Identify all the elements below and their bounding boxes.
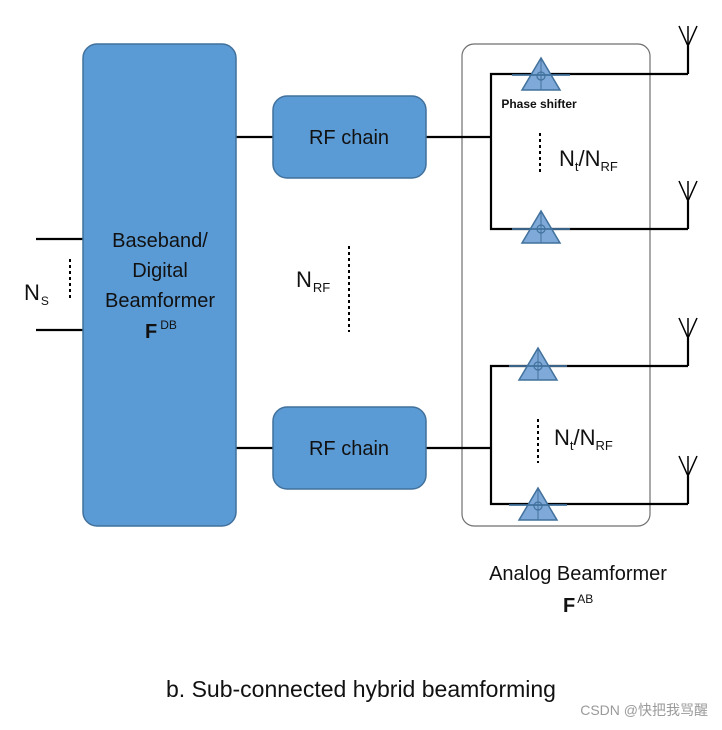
phase-shifter-label: Phase shifter — [501, 97, 577, 111]
antennas-per-rf-top-n: N — [559, 146, 575, 171]
wires — [36, 46, 690, 506]
streams-symbol: N — [24, 280, 40, 305]
antennas-per-rf-bottom-d: N — [580, 425, 596, 450]
rf-count-subscript: RF — [313, 280, 330, 295]
splitter-top — [489, 72, 688, 231]
streams-label: NS — [24, 280, 49, 308]
baseband-label-line2: Digital — [132, 260, 188, 282]
streams-subscript: S — [41, 294, 49, 308]
antennas-per-rf-bottom-n: N — [554, 425, 570, 450]
phase-shifters — [509, 56, 570, 521]
figure-caption: b. Sub-connected hybrid beamforming — [166, 676, 556, 702]
rf-chain-top-label: RF chain — [309, 127, 389, 149]
antennas-per-rf-bottom-d-sub: RF — [596, 438, 613, 453]
antenna-icons — [678, 25, 698, 478]
antennas-per-rf-top-d: N — [585, 146, 601, 171]
baseband-label-line1: Baseband/ — [112, 230, 208, 252]
analog-matrix-superscript: AB — [577, 592, 593, 606]
baseband-block — [82, 43, 237, 527]
antennas-per-rf-bottom-slash: / — [574, 425, 581, 450]
phase-shifter-icon — [512, 56, 570, 91]
rf-count-symbol: N — [296, 267, 312, 292]
baseband-label-line3: Beamformer — [105, 290, 215, 312]
baseband-matrix-symbol: F — [145, 321, 157, 343]
baseband-matrix-superscript: DB — [160, 318, 177, 332]
analog-beamformer-frame — [461, 43, 651, 527]
antennas-per-rf-bottom: Nt/NRF — [554, 425, 613, 453]
antennas-per-rf-top-d-sub: RF — [601, 159, 618, 174]
antennas-per-rf-top-slash: / — [579, 146, 586, 171]
rf-count-label: NRF — [296, 267, 330, 295]
antennas-per-rf-top: Nt/NRF — [559, 146, 618, 174]
rf-chain-top — [272, 95, 427, 179]
watermark: CSDN @快把我骂醒 — [580, 702, 708, 718]
rf-chain-bottom — [272, 406, 427, 490]
analog-matrix-symbol: F — [563, 595, 575, 617]
rf-chain-bottom-label: RF chain — [309, 438, 389, 460]
splitter-bottom — [489, 364, 688, 506]
phase-shifter-icon — [509, 346, 567, 381]
analog-beamformer-title: Analog Beamformer — [489, 563, 667, 585]
antennas-per-rf-bottom-n-sub: t — [570, 438, 574, 453]
antennas-per-rf-top-n-sub: t — [575, 159, 579, 174]
phase-shifter-icon — [512, 209, 570, 244]
phase-shifter-icon — [509, 486, 567, 521]
